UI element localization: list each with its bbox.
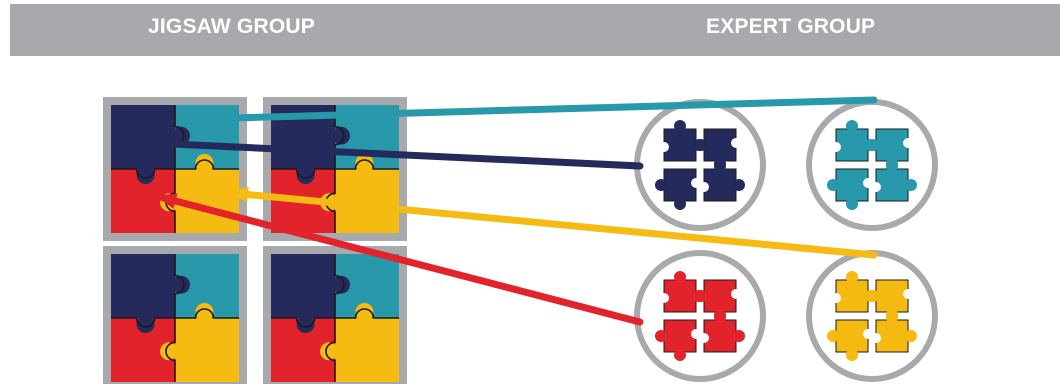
yellow-puzzle-pieces-icon <box>827 271 917 361</box>
small-puzzle-piece <box>695 128 741 170</box>
expert-circle-ring <box>634 250 766 382</box>
navy-piece <box>111 254 175 318</box>
navy-tab <box>296 315 315 333</box>
jigsaw-grids <box>103 97 407 384</box>
expert-circle-ring <box>806 250 938 382</box>
expert-circles <box>634 99 938 382</box>
navy-tab <box>136 166 155 184</box>
navy-piece <box>271 254 335 318</box>
connector-lines <box>146 96 878 326</box>
small-puzzle-piece <box>695 279 741 321</box>
small-puzzle-piece <box>655 319 701 361</box>
expert-circle-navy <box>634 99 766 231</box>
navy-tab <box>136 315 155 333</box>
small-puzzle-piece <box>871 160 917 202</box>
navy-tab <box>332 126 350 145</box>
horizontal-seam <box>271 159 399 179</box>
navy-puzzle-pieces-icon <box>655 120 745 210</box>
expert-circle-teal <box>806 99 938 231</box>
yellow-tab <box>320 342 338 361</box>
yellow-piece <box>175 318 239 382</box>
navy-connector-line <box>146 139 644 170</box>
horizontal-seam <box>271 308 399 328</box>
small-puzzle-piece <box>871 311 917 353</box>
navy-tab <box>172 275 190 294</box>
arrow-head-icon <box>156 193 178 209</box>
jigsaw-square-4 <box>263 246 407 384</box>
yellow-tab <box>195 154 214 172</box>
yellow-tab <box>355 154 374 172</box>
navy-tab <box>332 275 350 294</box>
jigsaw-square-2 <box>263 97 407 241</box>
red-puzzle-pieces-icon <box>655 271 745 361</box>
teal-puzzle-pieces-icon <box>827 120 917 210</box>
yellow-tab <box>355 303 374 321</box>
header-bar <box>10 4 1060 56</box>
expert-circle-yellow <box>806 250 938 382</box>
yellow-connector-line <box>228 189 878 259</box>
small-puzzle-piece <box>831 271 877 313</box>
red-connector-line <box>156 193 644 326</box>
small-puzzle-piece <box>699 311 745 353</box>
arrow-head-icon <box>146 135 167 152</box>
yellow-tab <box>195 303 214 321</box>
horizontal-seam <box>111 308 239 328</box>
expert-circle-ring <box>634 99 766 231</box>
expert-group-heading: EXPERT GROUP <box>706 15 876 38</box>
navy-tab <box>296 166 315 184</box>
navy-tab <box>172 126 190 145</box>
arrow-head-icon <box>228 186 249 203</box>
arrow-head-icon <box>194 110 215 127</box>
yellow-tab <box>160 342 178 361</box>
horizontal-seam <box>111 159 239 179</box>
expert-circle-ring <box>806 99 938 231</box>
expert-circle-red <box>634 250 766 382</box>
yellow-piece <box>335 318 399 382</box>
teal-connector-line <box>194 96 878 123</box>
small-puzzle-piece <box>655 168 701 210</box>
jigsaw-group-heading: JIGSAW GROUP <box>148 15 315 38</box>
jigsaw-square-3 <box>103 246 247 384</box>
small-puzzle-piece <box>827 168 873 210</box>
small-puzzle-piece <box>699 160 745 202</box>
small-puzzle-piece <box>827 319 873 361</box>
